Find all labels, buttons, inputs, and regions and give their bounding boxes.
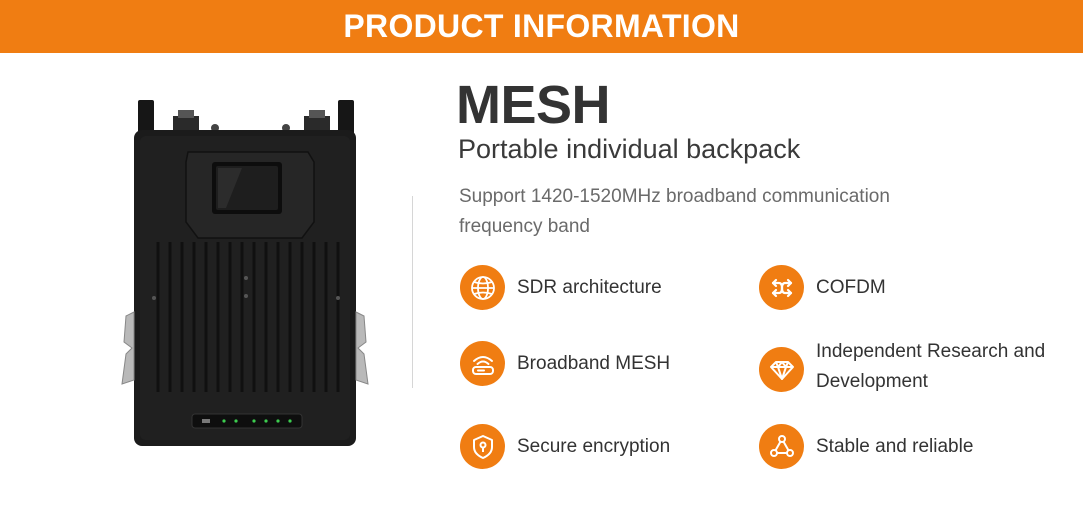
product-subtitle: Portable individual backpack <box>458 134 801 164</box>
vertical-divider <box>412 196 413 388</box>
wifi-router-icon <box>460 341 505 386</box>
globe-icon <box>460 265 505 310</box>
shield-lock-icon <box>460 424 505 469</box>
feature-stable-reliable: Stable and reliable <box>759 424 973 469</box>
feature-label: COFDM <box>816 276 886 298</box>
feature-label: Broadband MESH <box>517 352 671 374</box>
feature-label: Secure encryption <box>517 435 671 457</box>
feature-broadband-mesh: Broadband MESH <box>460 341 670 386</box>
product-image <box>118 92 380 452</box>
feature-secure-encryption: Secure encryption <box>460 424 670 469</box>
feature-label: Independent Research and Development <box>816 341 1046 392</box>
header-banner: PRODUCT INFORMATION <box>0 0 1083 53</box>
network-triangle-icon <box>759 424 804 469</box>
feature-cofdm: COFDM <box>759 265 886 310</box>
feature-label: SDR architecture <box>517 276 662 298</box>
product-description: Support 1420-1520MHz broadband communica… <box>459 186 890 237</box>
crossed-arrows-icon <box>759 265 804 310</box>
product-name: MESH <box>456 75 611 135</box>
banner-title: PRODUCT INFORMATION <box>343 8 740 44</box>
diamond-icon <box>759 346 804 392</box>
feature-sdr-architecture: SDR architecture <box>460 265 662 310</box>
feature-label: Stable and reliable <box>816 435 974 457</box>
feature-independent-rd: Independent Research and Development <box>759 341 1046 397</box>
